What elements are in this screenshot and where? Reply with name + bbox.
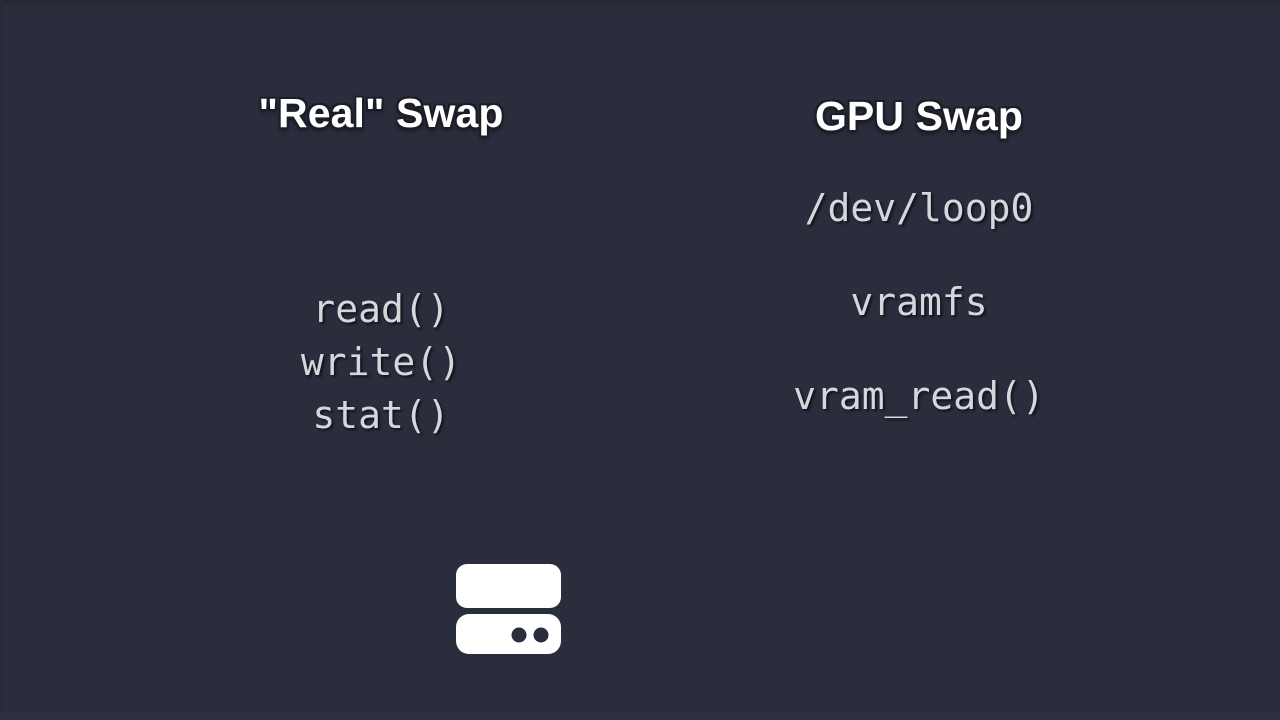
code-list-real-swap: read() write() stat() [131, 283, 631, 442]
column-real-swap: "Real" Swap read() write() stat() [131, 0, 631, 720]
code-line: read() [312, 287, 450, 331]
heading-gpu-swap: GPU Swap [814, 93, 1024, 139]
left-edge-strip [0, 0, 3, 720]
code-line: stat() [312, 393, 450, 437]
code-line: /dev/loop0 [804, 186, 1034, 230]
code-line: vramfs [850, 280, 988, 324]
code-line: vram_read() [793, 374, 1045, 418]
code-line: write() [300, 340, 462, 384]
hard-drive-icon [456, 564, 561, 654]
heading-real-swap: "Real" Swap [258, 90, 504, 136]
column-gpu-swap: GPU Swap /dev/loop0 vramfs vram_read() [669, 0, 1169, 720]
